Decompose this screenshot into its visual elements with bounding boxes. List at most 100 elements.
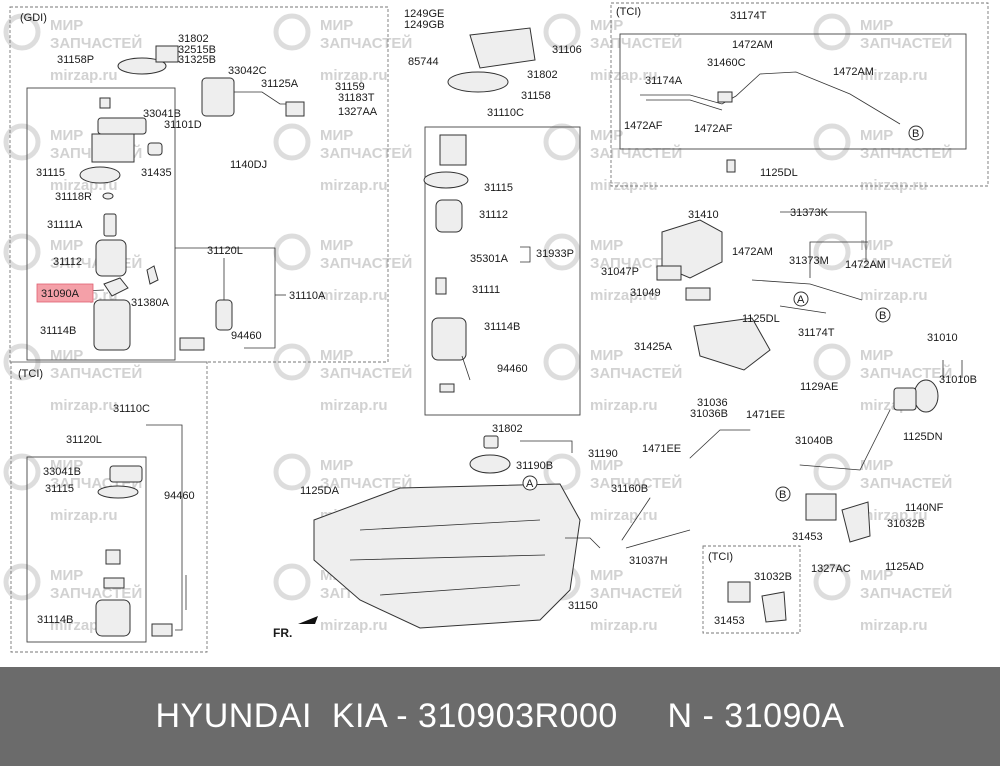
watermark-text: mirzap.ru: [860, 507, 928, 524]
watermark-text: mirzap.ru: [50, 507, 118, 524]
center-wire-line: [461, 355, 471, 381]
fuel-tank-part: [313, 483, 581, 629]
watermark-text: mirzap.ru: [860, 177, 928, 194]
breather-hose-part: [621, 497, 651, 541]
part-label: 1125DL: [742, 313, 780, 325]
footer-brand: HYUNDAI KIA: [155, 697, 387, 735]
watermark-text: МИР: [320, 237, 353, 254]
canister-pad-part: [656, 265, 682, 281]
watermark-text: МИР: [860, 457, 893, 474]
watermark-text: ЗАПЧАСТЕЙ: [860, 144, 952, 162]
canister-bracket-part: [693, 317, 771, 371]
marker-b-circle: [875, 307, 891, 323]
part-label: 31112: [53, 256, 82, 268]
watermark-text: МИР: [860, 127, 893, 144]
watermark-text: ЗАПЧАСТЕЙ: [860, 254, 952, 272]
tank-cover-part: [469, 27, 536, 69]
part-label: 32515B: [178, 44, 216, 56]
watermark-text: МИР: [50, 567, 83, 584]
part-label: 31049: [630, 287, 661, 299]
front-orientation-label: FR.: [273, 626, 292, 640]
tci-pump-module-box: [26, 456, 147, 643]
part-label: 31111: [472, 284, 500, 296]
part-label: 31410: [688, 209, 719, 221]
part-label-layer: (GDI) (TCI) (TCI) (TCI) 31802 32515B 313…: [18, 6, 977, 640]
gdi-pump-module-box: [26, 87, 176, 361]
tci-pump-part: [105, 549, 121, 565]
part-label: 31110C: [487, 107, 524, 119]
filler-door-part: [893, 387, 917, 411]
fuel-pump-motor-part: [103, 213, 117, 237]
canister-hose-line: [751, 279, 863, 301]
part-label: 1472AM: [845, 259, 886, 271]
part-label: 31120L: [66, 434, 102, 446]
watermark-logo-icon: [543, 13, 581, 51]
watermark-logo-icon: [273, 13, 311, 51]
part-label: 31158: [521, 90, 551, 102]
watermark-text: ЗАПЧАСТЕЙ: [590, 584, 682, 602]
watermark-text: mirzap.ru: [320, 67, 388, 84]
watermark-text: ЗАПЧАСТЕЙ: [590, 34, 682, 52]
part-label: 1327AC: [811, 563, 851, 575]
part-label: 1125DN: [903, 431, 943, 443]
part-label: 31174T: [798, 327, 835, 339]
clip-part: [147, 142, 163, 156]
breather-tube-line: [625, 529, 691, 549]
part-label: 85744: [408, 56, 439, 68]
watermark-text: mirzap.ru: [860, 287, 928, 304]
part-label: 31150: [568, 600, 598, 612]
part-label: 31032B: [887, 518, 925, 530]
watermark-logo-icon: [273, 563, 311, 601]
watermark-text: mirzap.ru: [860, 617, 928, 634]
fuel-cap-ring-part: [469, 454, 511, 474]
watermark-text: ЗАПЧАСТЕЙ: [320, 144, 412, 162]
marker-b-circle: [775, 486, 791, 502]
watermark-text: mirzap.ru: [50, 67, 118, 84]
watermark-logo-icon: [273, 123, 311, 161]
watermark-logo-icon: [813, 453, 851, 491]
part-label: 31101D: [164, 119, 202, 131]
part-label: 1140DJ: [230, 159, 267, 171]
part-label: 31160B: [611, 483, 648, 495]
watermark-text: mirzap.ru: [590, 507, 658, 524]
part-label: 94460: [164, 490, 195, 502]
fitting-part: [99, 97, 111, 109]
watermark-text: МИР: [50, 17, 83, 34]
center-plug-part: [439, 383, 455, 393]
part-label: 31159: [335, 81, 365, 93]
watermark-text: МИР: [590, 567, 623, 584]
part-label: 31190B: [516, 460, 553, 472]
part-label: 31115: [484, 182, 513, 194]
part-label: 31802: [527, 69, 558, 81]
part-label: 31010: [927, 332, 958, 344]
part-label: 31373M: [789, 255, 829, 267]
part-label: 31114B: [37, 614, 73, 626]
part-label: 1472AF: [694, 123, 733, 135]
watermark-text: ЗАПЧАСТЕЙ: [860, 34, 952, 52]
tci-vapor-line-box: [619, 33, 967, 150]
watermark-text: ЗАПЧАСТЕЙ: [320, 34, 412, 52]
watermark-logo-icon: [3, 13, 41, 51]
watermark-text: mirzap.ru: [590, 397, 658, 414]
section-label-tci-top: (TCI): [616, 6, 641, 18]
part-label: 31802: [178, 33, 209, 45]
part-label: 31183T: [338, 92, 375, 104]
watermark-text: МИР: [860, 567, 893, 584]
watermark-text: МИР: [590, 457, 623, 474]
part-label: 31110A: [289, 290, 326, 302]
watermark-text: mirzap.ru: [320, 617, 388, 634]
part-label: 1472AF: [624, 120, 663, 132]
section-label-tci-small: (TCI): [708, 551, 733, 563]
part-label: 31114B: [484, 321, 520, 333]
cover-gasket-part: [447, 71, 509, 93]
watermark-logo-icon: [3, 453, 41, 491]
